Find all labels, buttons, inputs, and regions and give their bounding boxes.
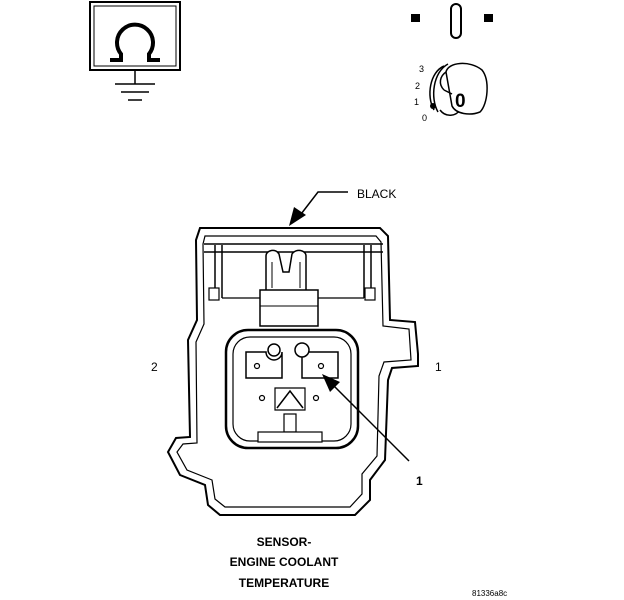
- connector-color-label: BLACK: [357, 187, 396, 201]
- ignition-off-icon: [411, 3, 493, 39]
- callout-number: 1: [416, 474, 423, 488]
- connector-body: [166, 227, 419, 516]
- terminal-callout: 1: [322, 374, 423, 488]
- figure-id: 81336a8c: [472, 589, 507, 598]
- ignition-position-0: 0: [422, 113, 427, 123]
- caption-line-3: TEMPERATURE: [239, 576, 329, 590]
- caption-line-1: SENSOR-: [257, 535, 312, 549]
- ignition-position-1: 1: [414, 97, 419, 107]
- ohm-meter-icon: [89, 1, 181, 71]
- ignition-switch-icon: 3 2 1 0 0: [414, 62, 488, 123]
- pin-label-left: 2: [151, 360, 158, 374]
- caption-line-2: ENGINE COOLANT: [230, 555, 339, 569]
- color-callout: BLACK: [289, 187, 396, 226]
- ground-icon: [115, 70, 155, 101]
- ignition-selected-position: 0: [455, 91, 466, 112]
- pin-label-right: 1: [435, 360, 442, 374]
- ignition-position-3: 3: [419, 64, 424, 74]
- ignition-position-2: 2: [415, 81, 420, 91]
